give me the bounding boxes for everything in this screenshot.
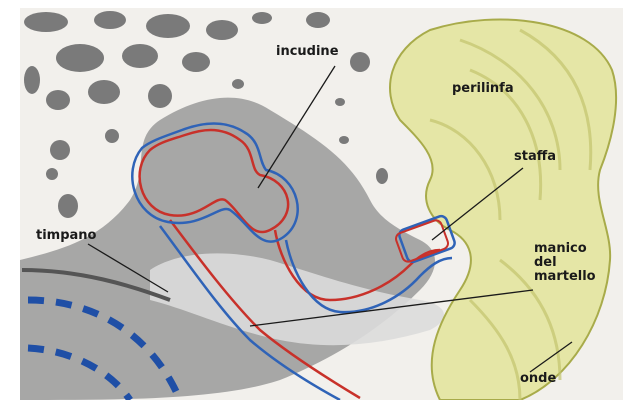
label-incudine: incudine bbox=[276, 45, 339, 59]
label-timpano: timpano bbox=[36, 229, 96, 243]
label-perilinfa: perilinfa bbox=[452, 82, 514, 96]
label-manico-line2: del bbox=[534, 256, 596, 270]
label-onde: onde bbox=[520, 372, 556, 386]
label-manico-del-martello: manico del martello bbox=[534, 242, 596, 284]
label-manico-line1: manico bbox=[534, 242, 596, 256]
label-manico-line3: martello bbox=[534, 270, 596, 284]
label-staffa: staffa bbox=[514, 150, 556, 164]
